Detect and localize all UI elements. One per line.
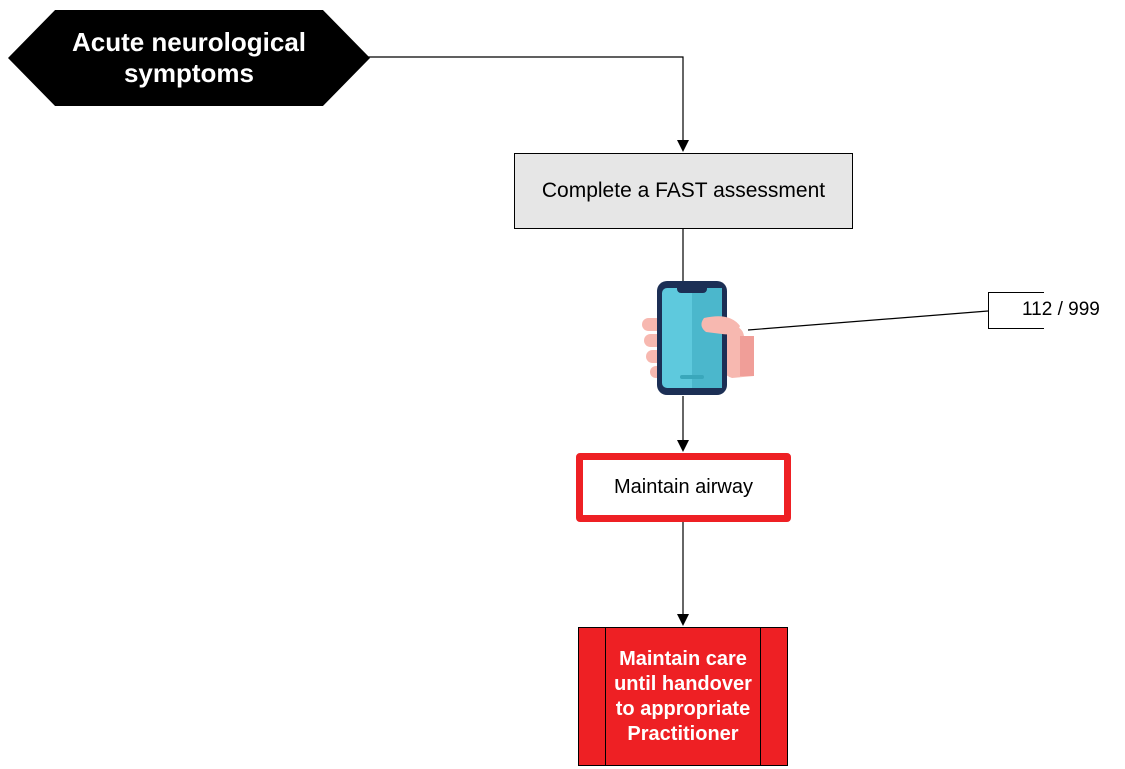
hand-holding-phone-icon [642,281,754,395]
callout-leader-line [747,310,989,331]
maintain-airway-label: Maintain airway [614,476,753,498]
predefined-process-left-bar [605,628,606,765]
emergency-number-callout [988,292,1044,329]
handover-step: Maintain care until handover to appropri… [578,627,788,766]
start-node-acute-neurological-symptoms: Acute neurological symptoms [8,10,370,106]
connector-start-to-fast [362,56,689,152]
fast-assessment-label: Complete a FAST assessment [541,179,826,202]
maintain-airway-step: Maintain airway [576,453,791,522]
emergency-number-text: 112 / 999 [1022,299,1100,320]
handover-label: Maintain care until handover to appropri… [614,647,752,745]
predefined-process-right-bar [760,628,761,765]
start-node-label: Acute neurological symptoms [71,27,307,88]
fast-assessment-step: Complete a FAST assessment [514,153,853,229]
